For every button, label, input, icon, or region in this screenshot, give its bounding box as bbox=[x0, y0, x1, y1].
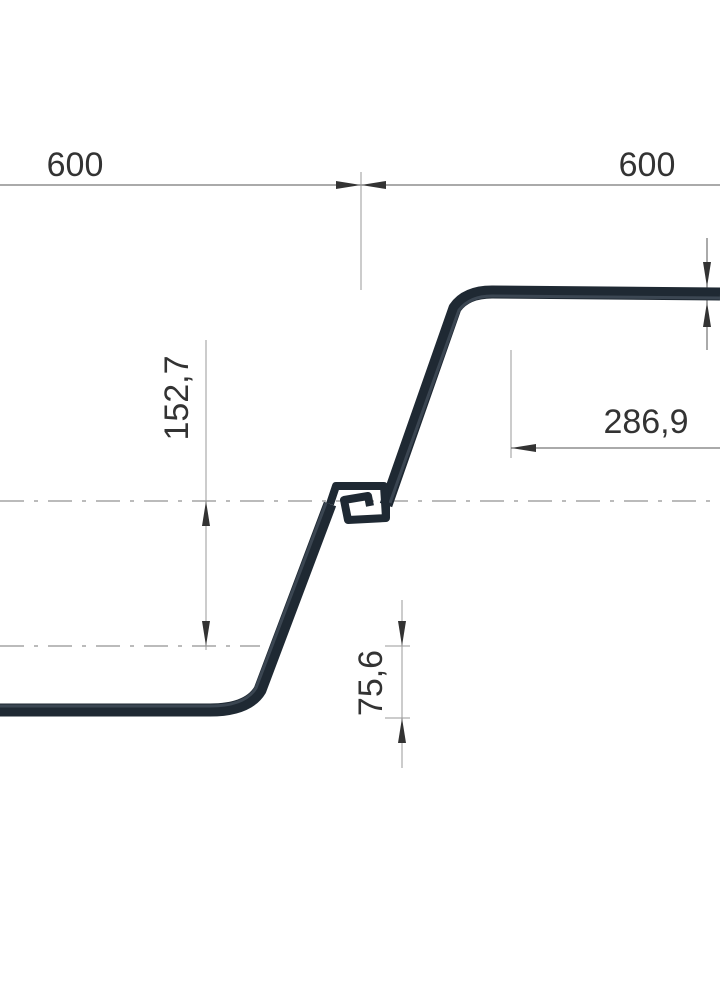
lower-height-label: 75,6 bbox=[352, 650, 390, 716]
lower-height-dimension bbox=[385, 600, 410, 768]
upper-height-label: 152,7 bbox=[158, 355, 196, 440]
profile-highlight-lower bbox=[0, 502, 328, 708]
sheet-pile-profile bbox=[0, 501, 337, 717]
interlock-joint bbox=[326, 482, 390, 524]
flange-length-label: 286,9 bbox=[603, 403, 688, 441]
upper-height-dimension bbox=[202, 340, 210, 650]
width-dimension bbox=[0, 172, 720, 290]
sheet-pile-profile-upper bbox=[379, 285, 720, 508]
profile-highlight-upper bbox=[388, 294, 720, 504]
flange-length-dimension bbox=[510, 350, 720, 458]
width-left-label: 600 bbox=[47, 146, 104, 184]
width-right-label: 600 bbox=[619, 146, 676, 184]
